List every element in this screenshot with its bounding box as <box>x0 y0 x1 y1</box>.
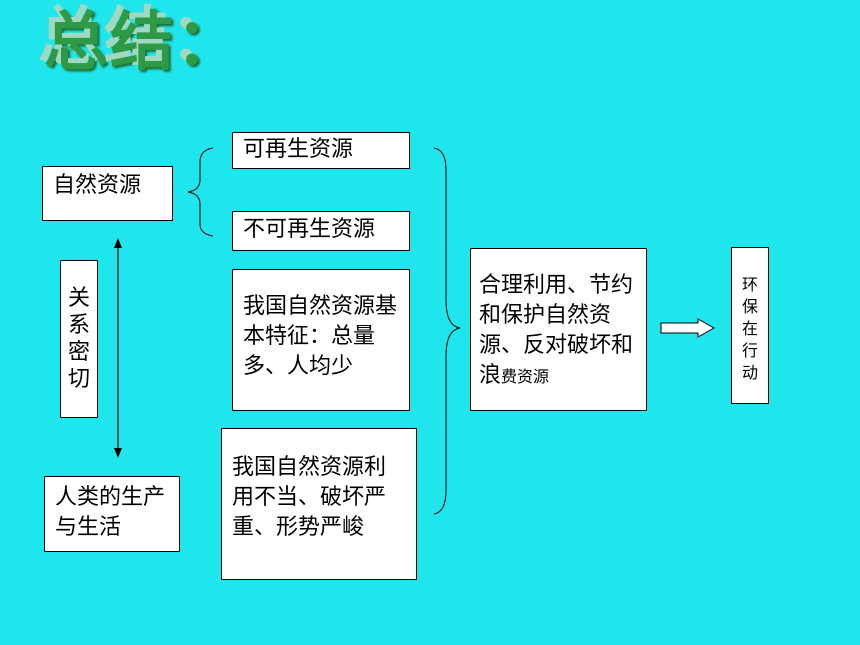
box-resource-misuse: 我国自然资源利用不当、破坏严重、形势严峻 <box>221 428 417 580</box>
label-resource-features: 我国自然资源基本特征：总量多、人均少 <box>243 294 398 379</box>
left-brace-small <box>187 147 214 237</box>
box-nonrenewable: 不可再生资源 <box>232 211 410 251</box>
block-arrow-right <box>660 318 716 338</box>
label-environmental-action: 环保在行动 <box>741 275 758 382</box>
box-environmental-action: 环保在行动 <box>731 247 769 404</box>
box-closely-related: 关系密切 <box>60 260 98 418</box>
label-closely-related: 关系密切 <box>68 286 91 392</box>
label-protect-resources-tail: 费资源 <box>501 367 550 386</box>
box-protect-resources: 合理利用、节约和保护自然资源、反对破坏和浪费资源 <box>470 248 647 411</box>
label-protect-resources: 合理利用、节约和保护自然资源、反对破坏和浪 <box>479 273 634 388</box>
label-renewable: 可再生资源 <box>243 137 354 162</box>
box-human-life: 人类的生产与生活 <box>44 476 180 552</box>
label-natural-resources: 自然资源 <box>53 173 142 198</box>
double-arrow-vertical <box>114 238 122 458</box>
label-human-life: 人类的生产与生活 <box>55 485 166 540</box>
label-resource-misuse: 我国自然资源利用不当、破坏严重、形势严峻 <box>232 455 387 540</box>
box-natural-resources: 自然资源 <box>42 166 173 221</box>
box-resource-features: 我国自然资源基本特征：总量多、人均少 <box>232 269 410 411</box>
label-nonrenewable: 不可再生资源 <box>243 217 376 242</box>
box-renewable: 可再生资源 <box>232 132 410 169</box>
page-title: 总结： <box>44 6 242 80</box>
right-brace-large <box>433 147 461 515</box>
